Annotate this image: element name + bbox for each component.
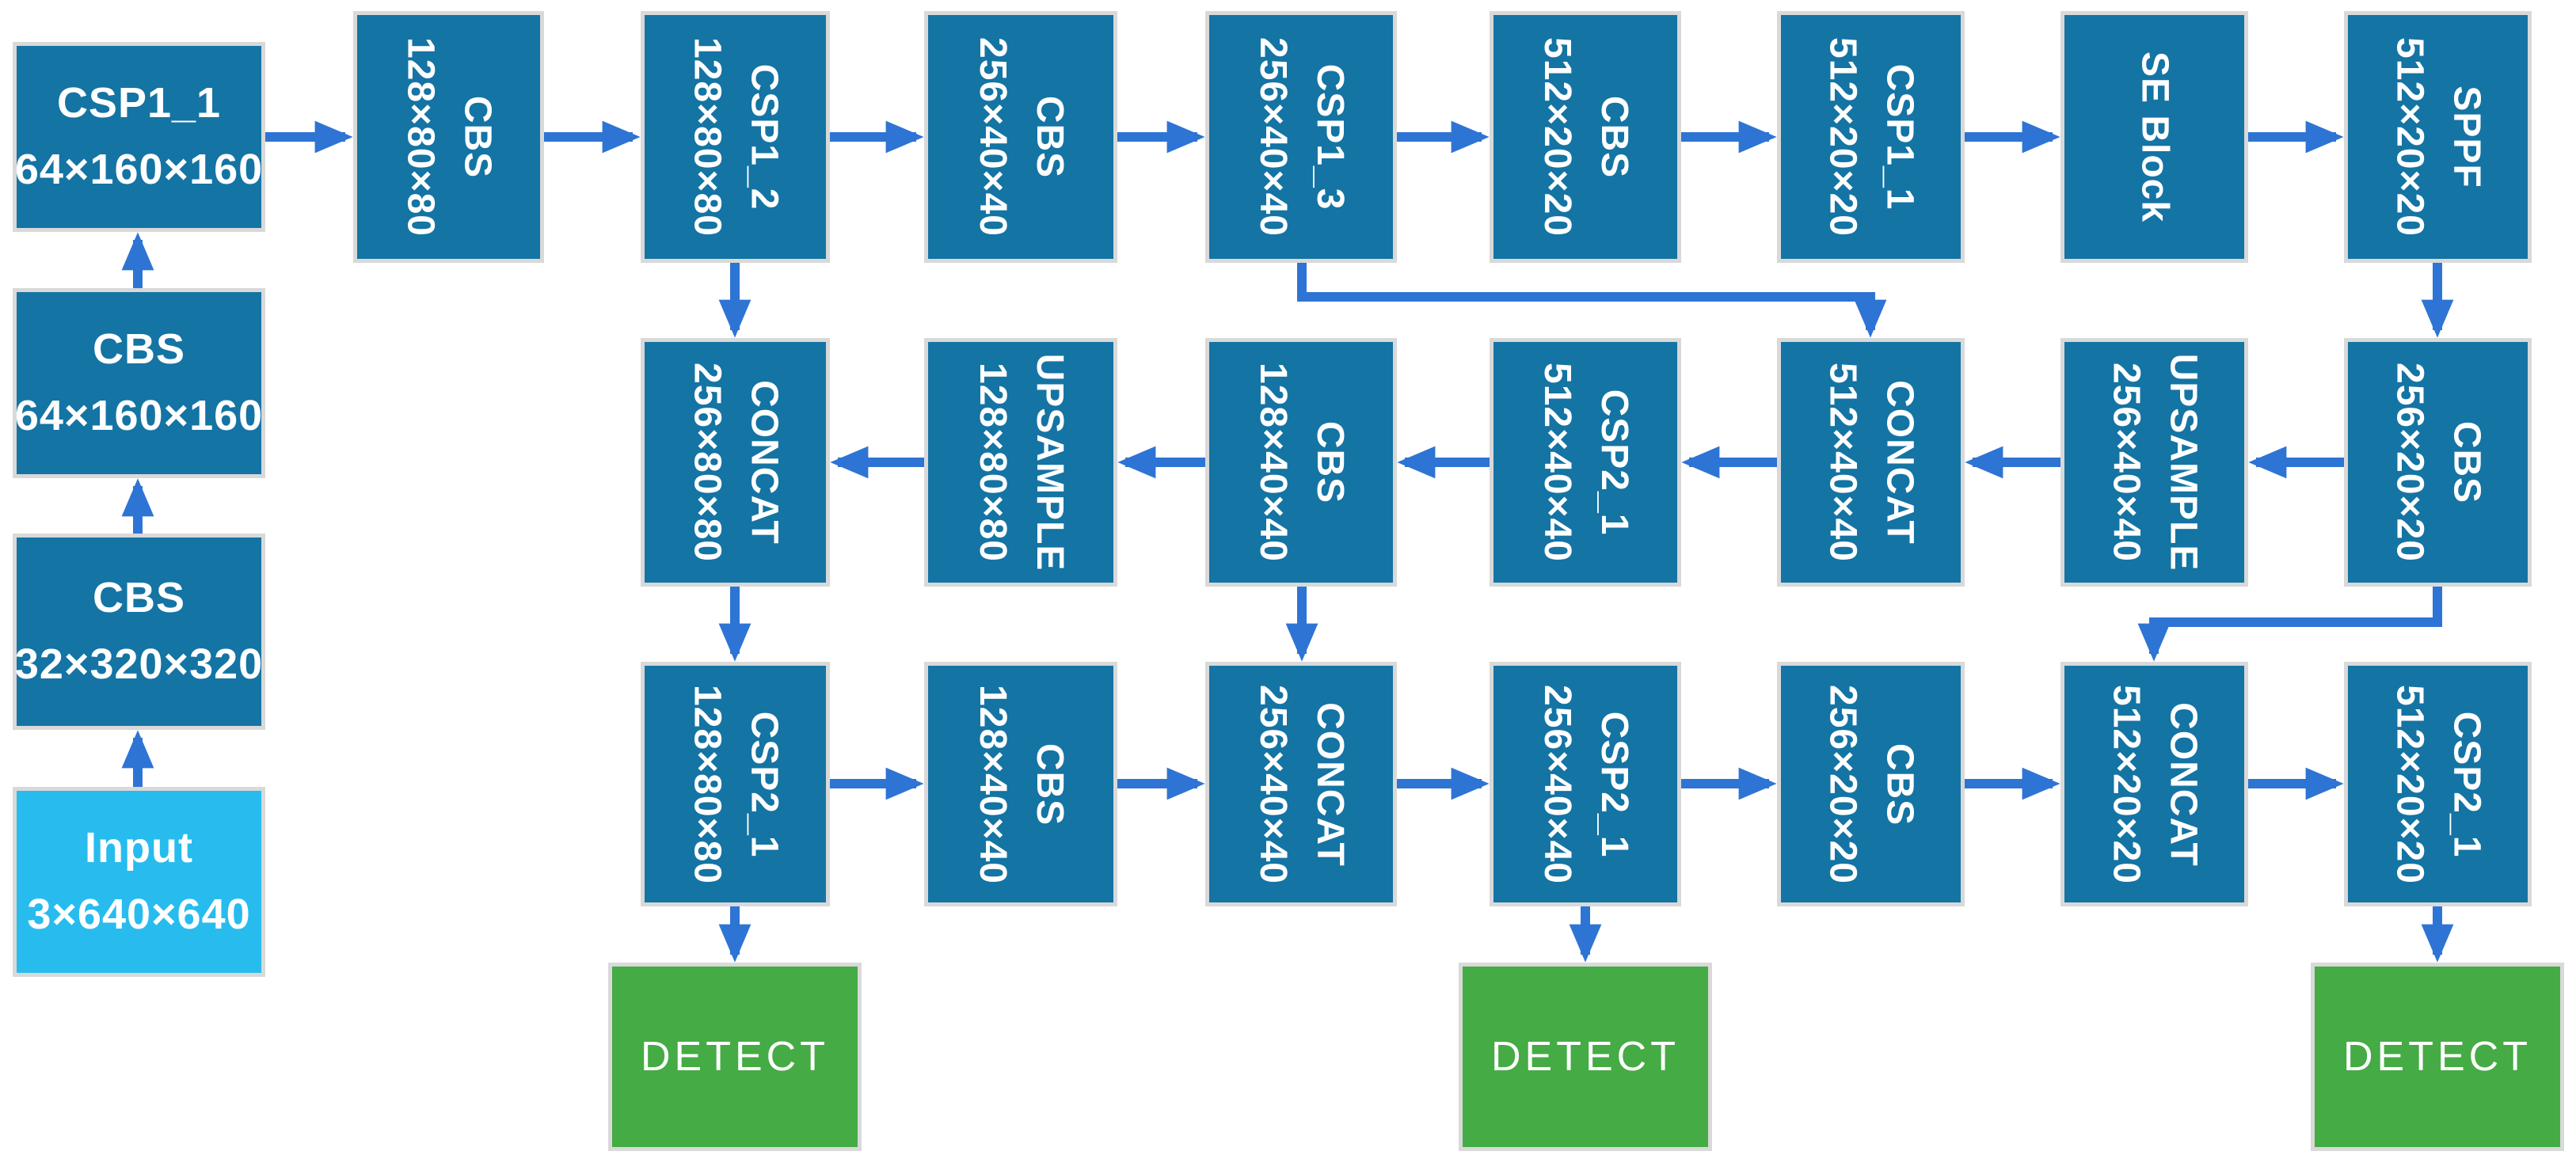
block-cbs-256-20-bot: CBS 256×20×20 (1777, 662, 1965, 906)
block-se-block: SE Block (2060, 11, 2248, 263)
block-title: CSP2_1 (743, 711, 786, 857)
block-csp1_3-256: CSP1_3 256×40×40 (1205, 11, 1397, 263)
block-title: CBS (93, 574, 186, 622)
block-csp2_1-512-40: CSP2_1 512×40×40 (1490, 338, 1681, 587)
block-dims: 128×80×80 (686, 684, 729, 884)
block-cbs-32-320: CBS 32×320×320 (13, 534, 265, 730)
block-csp1_1-512: CSP1_1 512×20×20 (1777, 11, 1965, 263)
block-dims: 128×80×80 (972, 363, 1014, 562)
block-dims: 512×40×40 (1536, 363, 1578, 562)
block-title: CONCAT (1309, 701, 1351, 867)
block-title: CSP1_1 (56, 79, 222, 127)
block-title: CONCAT (2162, 701, 2205, 867)
block-title: CSP2_1 (1593, 389, 1635, 536)
block-title: CBS (93, 325, 186, 374)
block-title: UPSAMPLE (2162, 353, 2205, 572)
block-upsample-128-80: UPSAMPLE 128×80×80 (924, 338, 1117, 587)
block-title: SPPF (2445, 85, 2488, 188)
block-concat-512-20: CONCAT 512×20×20 (2060, 662, 2248, 906)
block-cbs-128-40-mid: CBS 128×40×40 (1205, 338, 1397, 587)
block-csp2_1-512-20: CSP2_1 512×20×20 (2344, 662, 2532, 906)
block-title: CSP1_2 (743, 63, 786, 211)
arrow-cbs-256-20-mid-to-concat-512-20 (2137, 587, 2442, 662)
block-title: CONCAT (1878, 380, 1921, 545)
block-title: CSP1_3 (1309, 63, 1351, 211)
block-title: Input (85, 824, 193, 872)
block-title: CSP2_1 (2445, 711, 2488, 857)
block-cbs-64-160: CBS 64×160×160 (13, 288, 265, 478)
block-concat-512-40: CONCAT 512×40×40 (1777, 338, 1965, 587)
block-csp1_1-64: CSP1_1 64×160×160 (13, 42, 265, 232)
block-cbs-256-20-mid: CBS 256×20×20 (2344, 338, 2532, 587)
block-dims: 256×40×40 (1252, 37, 1294, 237)
block-dims: 256×20×20 (1821, 684, 1864, 884)
block-dims: 128×40×40 (1252, 363, 1294, 562)
block-dims: 512×40×40 (1821, 363, 1864, 562)
block-title: DETECT (1491, 1033, 1680, 1080)
block-input: Input 3×640×640 (13, 787, 265, 977)
block-title: CSP1_1 (1878, 63, 1921, 211)
block-concat-256-80: CONCAT 256×80×80 (641, 338, 830, 587)
block-title: CBS (1878, 743, 1921, 826)
block-detect-large: DETECT (2311, 963, 2564, 1151)
block-dims: 64×160×160 (14, 392, 264, 439)
arrow-csp1_3-256-to-concat-512-40 (1297, 263, 1887, 338)
block-dims: 512×20×20 (1821, 37, 1864, 237)
block-dims: 64×160×160 (14, 146, 264, 193)
block-detect-medium: DETECT (1459, 963, 1712, 1151)
block-concat-256-40: CONCAT 256×40×40 (1205, 662, 1397, 906)
block-title: DETECT (2343, 1033, 2532, 1080)
block-title: CBS (456, 95, 499, 179)
block-dims: 3×640×640 (27, 891, 251, 938)
block-dims: 512×20×20 (2388, 37, 2431, 237)
block-title: CONCAT (743, 380, 786, 545)
block-title: CSP2_1 (1593, 711, 1635, 857)
block-dims: 32×320×320 (14, 640, 264, 688)
block-dims: 128×80×80 (686, 37, 729, 237)
block-dims: 256×40×40 (2105, 363, 2148, 562)
block-dims: 512×20×20 (2388, 684, 2431, 884)
block-csp1_2-128: CSP1_2 128×80×80 (641, 11, 830, 263)
block-sppf-512: SPPF 512×20×20 (2344, 11, 2532, 263)
block-dims: 512×20×20 (2105, 684, 2148, 884)
block-title: DETECT (641, 1033, 829, 1080)
block-title: CBS (1029, 95, 1071, 179)
block-detect-small: DETECT (608, 963, 862, 1151)
block-title: SE Block (2133, 51, 2176, 223)
block-dims: 256×40×40 (1536, 684, 1578, 884)
block-dims: 128×40×40 (972, 684, 1014, 884)
block-cbs-128-40-bot: CBS 128×40×40 (924, 662, 1117, 906)
block-csp2_1-128-80: CSP2_1 128×80×80 (641, 662, 830, 906)
block-csp2_1-256-40: CSP2_1 256×40×40 (1490, 662, 1681, 906)
block-upsample-256-40: UPSAMPLE 256×40×40 (2060, 338, 2248, 587)
block-title: CBS (2445, 420, 2488, 504)
block-title: CBS (1029, 743, 1071, 826)
block-cbs-128-80: CBS 128×80×80 (353, 11, 544, 263)
block-cbs-512-20: CBS 512×20×20 (1490, 11, 1681, 263)
block-title: CBS (1593, 95, 1635, 179)
block-dims: 256×40×40 (1252, 684, 1294, 884)
block-dims: 512×20×20 (1536, 37, 1578, 237)
block-title: UPSAMPLE (1029, 353, 1071, 572)
block-dims: 256×40×40 (972, 37, 1014, 237)
block-dims: 256×20×20 (2388, 363, 2431, 562)
block-dims: 256×80×80 (686, 363, 729, 562)
block-dims: 128×80×80 (399, 37, 442, 237)
block-cbs-256-40: CBS 256×40×40 (924, 11, 1117, 263)
block-title: CBS (1309, 420, 1351, 504)
